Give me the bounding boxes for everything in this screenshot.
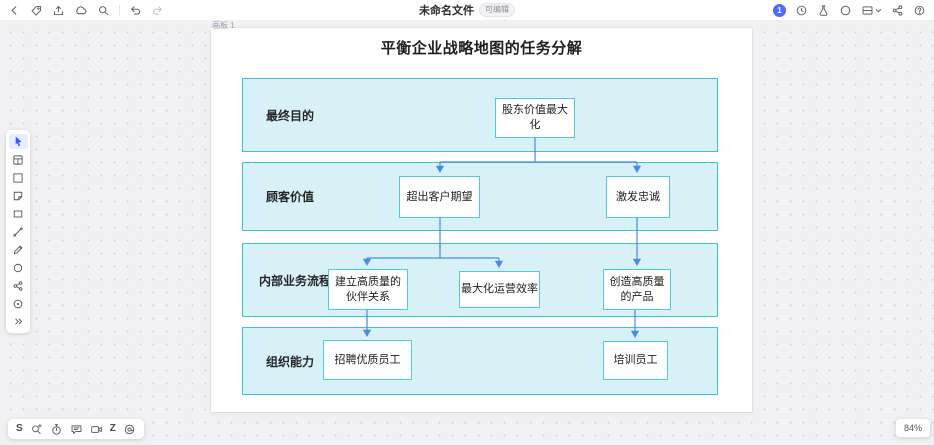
tag-icon[interactable]: [30, 4, 43, 17]
artboard[interactable]: 平衡企业战略地图的任务分解 最终目的: [211, 28, 752, 412]
node-train-staff[interactable]: 培训员工: [603, 341, 668, 380]
node-inspire-loyalty[interactable]: 激发忠诚: [606, 176, 670, 218]
video-icon[interactable]: [90, 423, 103, 436]
band-label: 顾客价值: [266, 190, 315, 204]
node-quality-product[interactable]: 创造高质量的产品: [603, 269, 671, 310]
node-recruit-staff[interactable]: 招聘优质员工: [323, 340, 412, 380]
cloud-icon[interactable]: [74, 3, 88, 17]
table-tool[interactable]: [9, 152, 28, 167]
diagram-title[interactable]: 平衡企业战略地图的任务分解: [380, 40, 583, 57]
artboard-label[interactable]: 画板 1: [212, 21, 235, 30]
collaborator-avatar[interactable]: 1: [773, 3, 786, 17]
help-icon[interactable]: [913, 4, 926, 17]
document-title-group: 未命名文件 可编辑: [419, 0, 515, 20]
back-icon[interactable]: [8, 4, 21, 17]
mention-icon[interactable]: [123, 423, 136, 436]
topbar-left-group: [8, 3, 164, 17]
permission-badge: 可编辑: [479, 3, 515, 17]
node-operational-efficiency[interactable]: 最大化运营效率: [459, 271, 540, 308]
pencil-tool[interactable]: [9, 242, 28, 257]
zoom-level[interactable]: 84%: [895, 419, 930, 437]
node-quality-partnership[interactable]: 建立高质量的伙伴关系: [328, 269, 408, 310]
z-tool-icon[interactable]: Z: [109, 423, 116, 434]
ellipse-tool[interactable]: [9, 260, 28, 275]
shape-tool[interactable]: [9, 206, 28, 221]
node-exceed-expectations[interactable]: 超出客户期望: [399, 176, 480, 218]
comment-icon[interactable]: [70, 423, 83, 436]
circle-icon[interactable]: [839, 4, 852, 17]
band-label: 内部业务流程: [259, 273, 332, 288]
expand-toolbar-icon[interactable]: [9, 314, 28, 329]
undo-icon[interactable]: [129, 4, 142, 17]
document-title[interactable]: 未命名文件: [419, 5, 474, 17]
band-label: 最终目的: [266, 108, 315, 123]
layout-icon[interactable]: [861, 4, 874, 17]
bottom-toolbar: S Z: [8, 419, 144, 439]
more-tools-icon[interactable]: [9, 296, 28, 311]
flask-icon[interactable]: [817, 4, 830, 17]
toolbar-divider: [119, 4, 120, 16]
caret-down-icon: [875, 7, 882, 14]
frame-tool[interactable]: [9, 170, 28, 185]
band-label: 组织能力: [266, 354, 315, 369]
ai-search-icon[interactable]: [30, 423, 43, 436]
sticky-note-tool[interactable]: [9, 188, 28, 203]
share-icon[interactable]: [891, 4, 904, 17]
logo-s-icon[interactable]: S: [16, 423, 23, 434]
topbar-right-group: 1: [773, 3, 926, 17]
search-icon[interactable]: [97, 4, 110, 17]
timer-icon[interactable]: [50, 423, 63, 436]
select-tool[interactable]: [8, 134, 28, 149]
upload-icon[interactable]: [52, 4, 65, 17]
connector-tool[interactable]: [9, 278, 28, 293]
history-icon[interactable]: [795, 4, 808, 17]
layout-control[interactable]: [861, 4, 882, 17]
topbar: 未命名文件 可编辑 1: [0, 0, 934, 20]
left-toolbar: [6, 130, 30, 333]
redo-icon[interactable]: [151, 4, 164, 17]
band-final-goal[interactable]: 最终目的: [242, 78, 718, 152]
line-tool[interactable]: [9, 224, 28, 239]
node-shareholder-value[interactable]: 股东价值最大化: [495, 98, 575, 138]
